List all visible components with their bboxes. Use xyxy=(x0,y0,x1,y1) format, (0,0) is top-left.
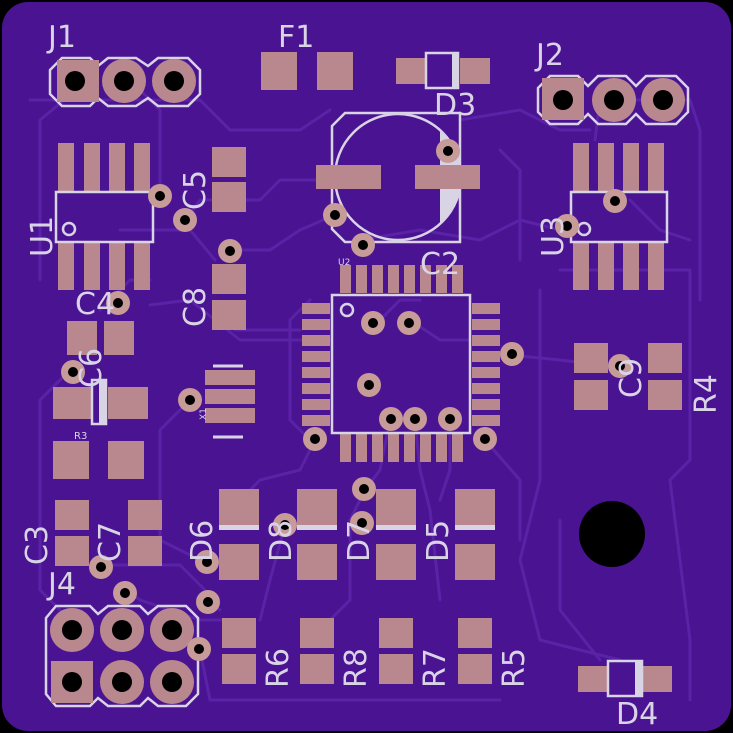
diode-d3 xyxy=(396,51,490,90)
label-d5: D5 xyxy=(421,520,456,562)
label-c2: C2 xyxy=(420,247,460,282)
label-d6: D6 xyxy=(185,520,220,562)
mounting-hole xyxy=(579,501,645,567)
label-d3: D3 xyxy=(434,88,476,123)
label-r5: R5 xyxy=(497,648,532,688)
vias xyxy=(61,139,632,661)
label-j2: J2 xyxy=(534,38,564,73)
connector-j1 xyxy=(48,56,202,108)
ic-u2 xyxy=(302,265,500,462)
label-u1: U1 xyxy=(25,216,60,257)
label-c8: C8 xyxy=(178,287,213,327)
traces xyxy=(28,88,702,702)
label-c3: C3 xyxy=(20,525,55,565)
label-r3: R3 xyxy=(74,431,87,442)
fuse-f1 xyxy=(261,52,353,90)
label-j4: J4 xyxy=(46,567,76,602)
label-j1: J1 xyxy=(46,20,76,55)
label-x1: X1 xyxy=(199,408,209,420)
label-u2: U2 xyxy=(338,258,350,268)
label-u3: U3 xyxy=(536,216,571,257)
label-d4: D4 xyxy=(616,697,658,732)
label-r7: R7 xyxy=(418,648,453,688)
label-c9: C9 xyxy=(614,358,649,398)
connector-j2 xyxy=(536,74,690,126)
ic-u1 xyxy=(54,143,155,290)
diode-d4 xyxy=(578,659,672,698)
silkscreen-labels: J1 F1 J2 D3 C2 U2 C4 R3 J4 D4 U1 C5 C8 U… xyxy=(20,20,724,732)
passive-pads xyxy=(53,147,682,684)
silk-details xyxy=(90,364,495,530)
connector-j4 xyxy=(44,604,200,708)
label-r6: R6 xyxy=(261,648,296,688)
label-c4: C4 xyxy=(75,287,115,322)
label-d8: D8 xyxy=(264,520,299,562)
label-r4: R4 xyxy=(689,374,724,414)
ic-u3 xyxy=(569,143,669,290)
label-c5: C5 xyxy=(178,170,213,210)
label-c7: C7 xyxy=(93,522,128,562)
label-c6: C6 xyxy=(74,348,109,388)
label-d7: D7 xyxy=(342,520,377,562)
label-r8: R8 xyxy=(339,648,374,688)
label-f1: F1 xyxy=(278,20,314,55)
